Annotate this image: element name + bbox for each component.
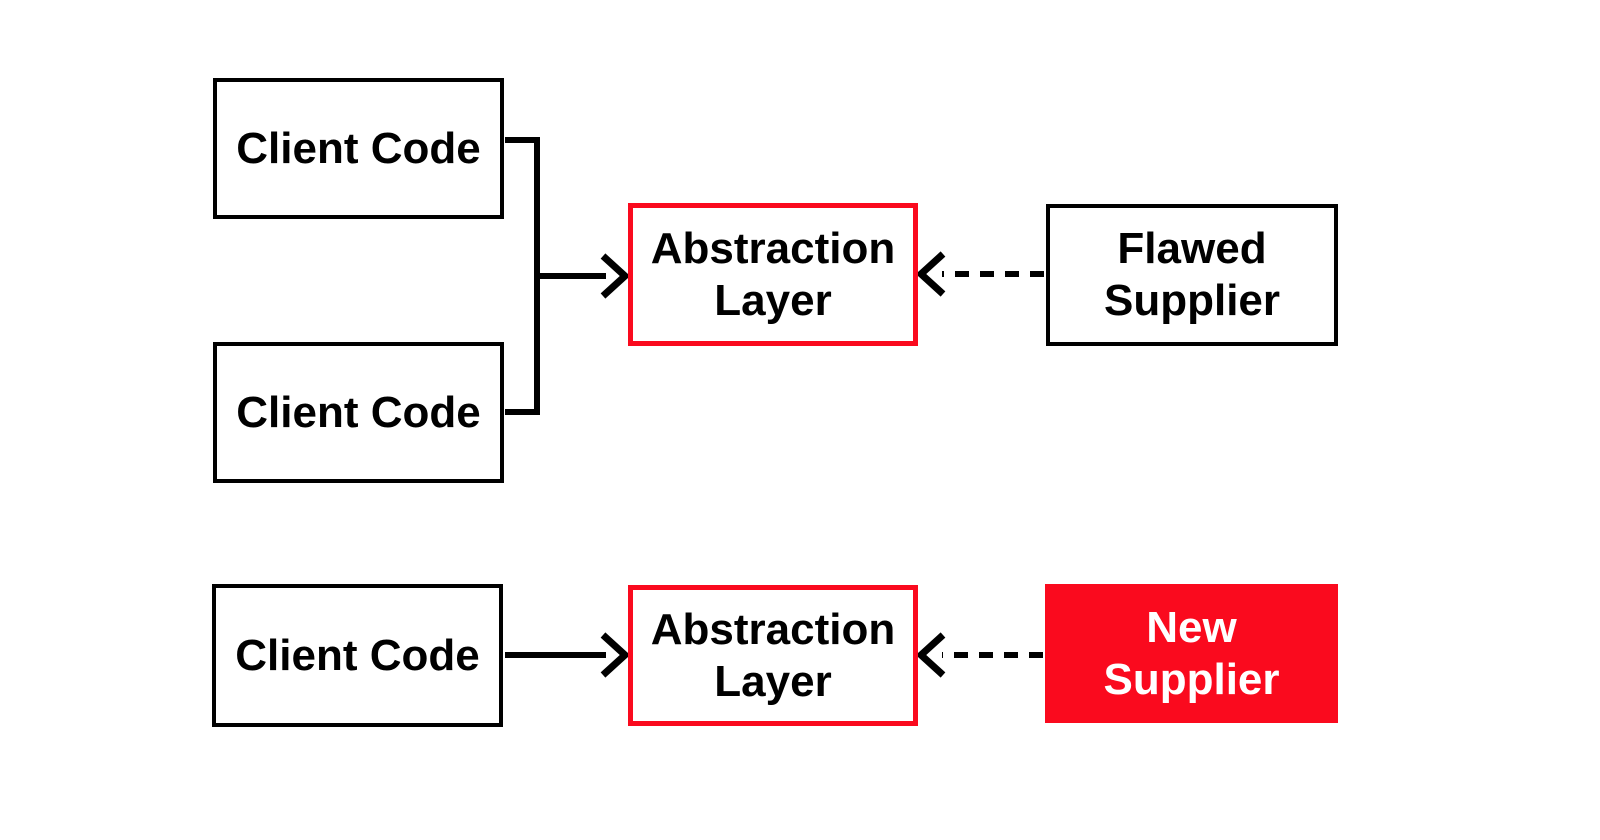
abstraction-layer-box-top: Abstraction Layer [628,203,918,346]
client-code-box-2: Client Code [213,342,504,483]
abstraction-layer-bottom-label-line1: Abstraction [650,604,896,654]
dashed-arrow-top-arrowhead-icon [915,251,946,297]
new-supplier-label: New Supplier [1103,602,1279,706]
flawed-supplier-label-line1: Flawed [1117,224,1267,273]
abstraction-layer-top-label: Abstraction Layer [651,223,895,327]
client-code-box-3-label: Client Code [235,630,480,680]
client-code-box-3: Client Code [212,584,503,727]
abstraction-layer-bottom-label-line2: Layer [714,656,832,706]
new-supplier-label-line1: New [1146,602,1237,652]
abstraction-layer-top-label-line2: Layer [714,275,832,325]
merge-connector-line [505,137,540,415]
flawed-supplier-label-line2: Supplier [1103,276,1281,325]
flawed-supplier-box: Flawed Supplier [1046,204,1338,346]
abstraction-layer-box-bottom: Abstraction Layer [628,585,918,726]
solid-arrow-bottom-arrowhead-icon [600,632,631,678]
abstraction-layer-top-label-line1: Abstraction [650,223,896,273]
client-code-box-1: Client Code [213,78,504,219]
solid-arrow-top-arrowhead-icon [600,253,631,299]
client-code-box-1-label: Client Code [236,123,481,173]
new-supplier-box: New Supplier [1045,584,1338,723]
flawed-supplier-label: Flawed Supplier [1104,223,1280,327]
abstraction-layer-bottom-label: Abstraction Layer [651,604,895,708]
new-supplier-label-line2: Supplier [1103,654,1280,704]
dashed-arrow-bottom-arrowhead-icon [915,632,946,678]
client-code-box-2-label: Client Code [236,387,481,437]
